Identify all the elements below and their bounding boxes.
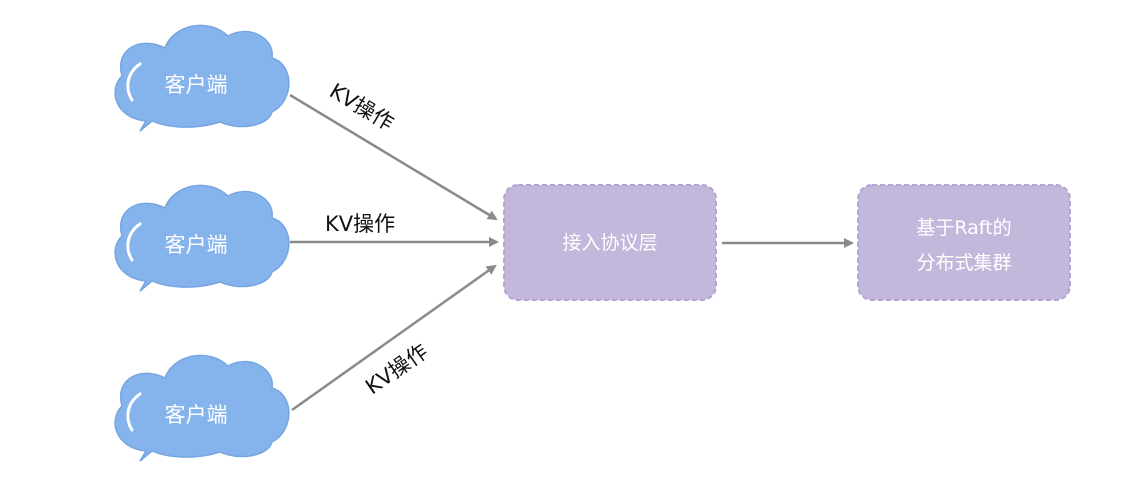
cloud-highlight [126, 222, 142, 262]
client-label: 客户端 [165, 403, 228, 427]
client-node: 客户端 [114, 354, 290, 462]
raft-cluster-label-line2: 分布式集群 [916, 252, 1011, 274]
client-node: 客户端 [114, 184, 290, 292]
client-label: 客户端 [165, 233, 228, 257]
cloud-highlight [126, 392, 142, 432]
protocol-layer-box [503, 184, 717, 301]
kv-arrow [289, 93, 498, 221]
protocol-layer-label: 接入协议层 [562, 232, 657, 254]
raft-cluster-label-line1: 基于Raft的 [916, 217, 1011, 239]
client-label: 客户端 [165, 73, 228, 97]
raft-cluster-node: 基于Raft的 分布式集群 [857, 184, 1071, 301]
client-node: 客户端 [114, 24, 290, 132]
kv-arrow [291, 264, 497, 412]
raft-cluster-box [857, 184, 1071, 301]
cloud-highlight [126, 62, 142, 102]
kv-operation-label: KV操作 [325, 212, 395, 236]
kv-operation-label: KV操作 [361, 339, 432, 399]
kv-operation-label: KV操作 [325, 79, 397, 136]
protocol-layer-node: 接入协议层 [503, 184, 717, 301]
